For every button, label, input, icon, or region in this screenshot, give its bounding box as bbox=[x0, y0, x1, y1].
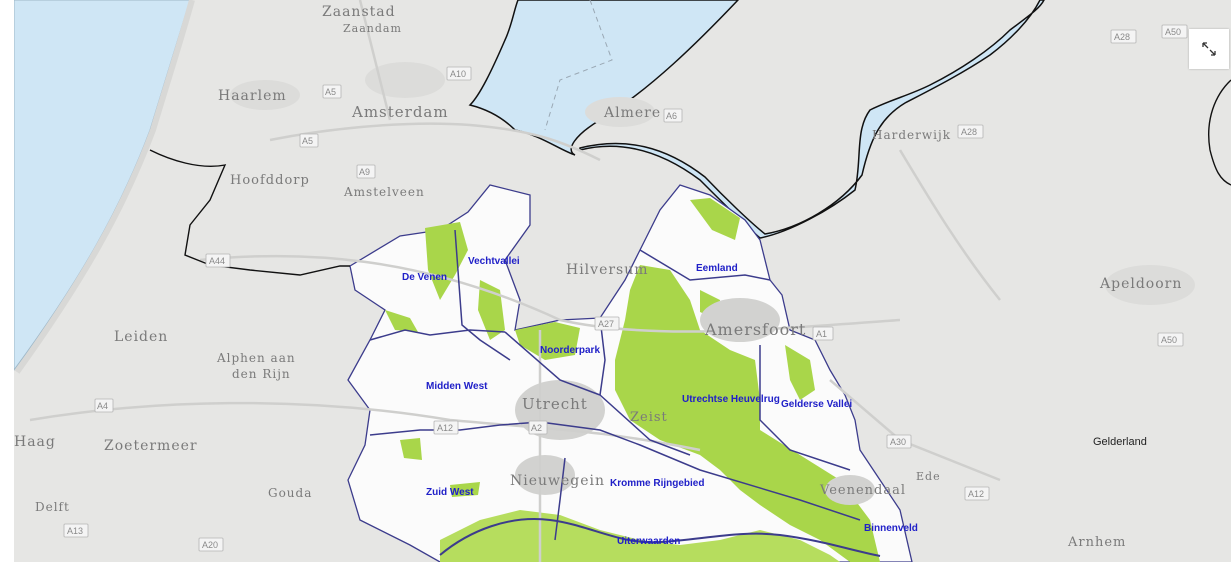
svg-text:A10: A10 bbox=[450, 69, 466, 79]
randmeren bbox=[579, 0, 1045, 239]
city-label: Zaanstad bbox=[322, 4, 396, 20]
city-label: Apeldoorn bbox=[1099, 276, 1182, 292]
city-label: Hoofddorp bbox=[230, 173, 310, 188]
svg-text:A1: A1 bbox=[816, 329, 827, 339]
city-label: Almere bbox=[603, 105, 661, 121]
region-labels[interactable]: De Venen Vechtvallei Eemland Noorderpark… bbox=[402, 256, 918, 547]
svg-text:A2: A2 bbox=[531, 423, 542, 433]
svg-text:A50: A50 bbox=[1165, 27, 1181, 37]
region-label-eemland[interactable]: Eemland bbox=[696, 263, 738, 274]
city-label: Utrecht bbox=[522, 395, 588, 413]
city-label: Gouda bbox=[268, 486, 312, 500]
road-network bbox=[29, 0, 1001, 562]
fullscreen-button[interactable] bbox=[1189, 29, 1229, 69]
city-label: den Rijn bbox=[232, 367, 291, 381]
svg-text:A27: A27 bbox=[598, 319, 614, 329]
svg-text:A50: A50 bbox=[1161, 335, 1177, 345]
region-label-vechtvallei[interactable]: Vechtvallei bbox=[468, 256, 520, 267]
coast-dunes bbox=[14, 0, 195, 374]
city-label: Amsterdam bbox=[351, 103, 449, 121]
city-label: Haarlem bbox=[218, 88, 287, 104]
river-lek bbox=[439, 518, 881, 557]
svg-text:A9: A9 bbox=[359, 167, 370, 177]
svg-text:A28: A28 bbox=[961, 127, 977, 137]
svg-text:A5: A5 bbox=[302, 136, 313, 146]
city-label: Leiden bbox=[114, 329, 168, 345]
city-label: Arnhem bbox=[1067, 535, 1126, 550]
city-label: Zeist bbox=[630, 410, 668, 425]
region-label-zuid-west[interactable]: Zuid West bbox=[426, 487, 474, 498]
city-label: Veenendaal bbox=[819, 483, 906, 498]
svg-text:A20: A20 bbox=[202, 540, 218, 550]
map-canvas[interactable]: Zaanstad Zaandam Haarlem Amsterdam Almer… bbox=[14, 0, 1231, 562]
markermeer-dashed bbox=[544, 0, 613, 131]
expand-arrows-icon bbox=[1202, 42, 1216, 56]
svg-text:A28: A28 bbox=[1114, 32, 1130, 42]
city-label: Harderwijk bbox=[872, 128, 951, 142]
city-label: Nieuwegein bbox=[510, 473, 605, 489]
region-borders bbox=[369, 229, 861, 541]
map-view[interactable]: Zaanstad Zaandam Haarlem Amsterdam Almer… bbox=[14, 0, 1231, 562]
province-border-noord-holland bbox=[149, 149, 350, 276]
city-label: Zoetermeer bbox=[104, 438, 198, 454]
city-label: Hilversum bbox=[566, 262, 649, 278]
region-label-kromme-rijngebied[interactable]: Kromme Rijngebied bbox=[610, 478, 704, 489]
city-label: Ede bbox=[916, 470, 941, 483]
city-labels: Zaanstad Zaandam Haarlem Amsterdam Almer… bbox=[14, 4, 1182, 550]
province-border-flevoland bbox=[1208, 79, 1231, 186]
svg-text:A4: A4 bbox=[97, 401, 108, 411]
city-label: Zaandam bbox=[343, 22, 402, 35]
region-label-noorderpark[interactable]: Noorderpark bbox=[540, 345, 600, 356]
region-label-de-venen[interactable]: De Venen bbox=[402, 272, 447, 283]
svg-text:A30: A30 bbox=[890, 437, 906, 447]
city-label: Amstelveen bbox=[343, 185, 425, 199]
region-label-gelderse-vallei[interactable]: Gelderse Vallei bbox=[781, 399, 852, 410]
region-label-binnenveld[interactable]: Binnenveld bbox=[864, 523, 918, 534]
svg-text:A44: A44 bbox=[209, 256, 225, 266]
province-label-gelderland: Gelderland bbox=[1093, 436, 1147, 448]
region-label-utrechtse-heuvelrug[interactable]: Utrechtse Heuvelrug bbox=[682, 394, 780, 405]
svg-text:A13: A13 bbox=[67, 526, 83, 536]
svg-text:A6: A6 bbox=[666, 111, 677, 121]
region-label-uiterwaarden[interactable]: Uiterwaarden bbox=[617, 536, 680, 547]
svg-text:A12: A12 bbox=[437, 423, 453, 433]
city-label: Alphen aan bbox=[216, 351, 296, 365]
svg-text:A5: A5 bbox=[325, 87, 336, 97]
region-label-midden-west[interactable]: Midden West bbox=[426, 381, 488, 392]
markermeer bbox=[468, 0, 740, 156]
city-label: Haag bbox=[14, 434, 56, 450]
svg-text:A12: A12 bbox=[968, 489, 984, 499]
city-label: Delft bbox=[35, 500, 70, 514]
road-shields: A10 A5 A5 A6 A9 A28 A28 A50 A50 A44 A27 … bbox=[63, 24, 1188, 552]
city-label: Amersfoort bbox=[704, 320, 806, 339]
